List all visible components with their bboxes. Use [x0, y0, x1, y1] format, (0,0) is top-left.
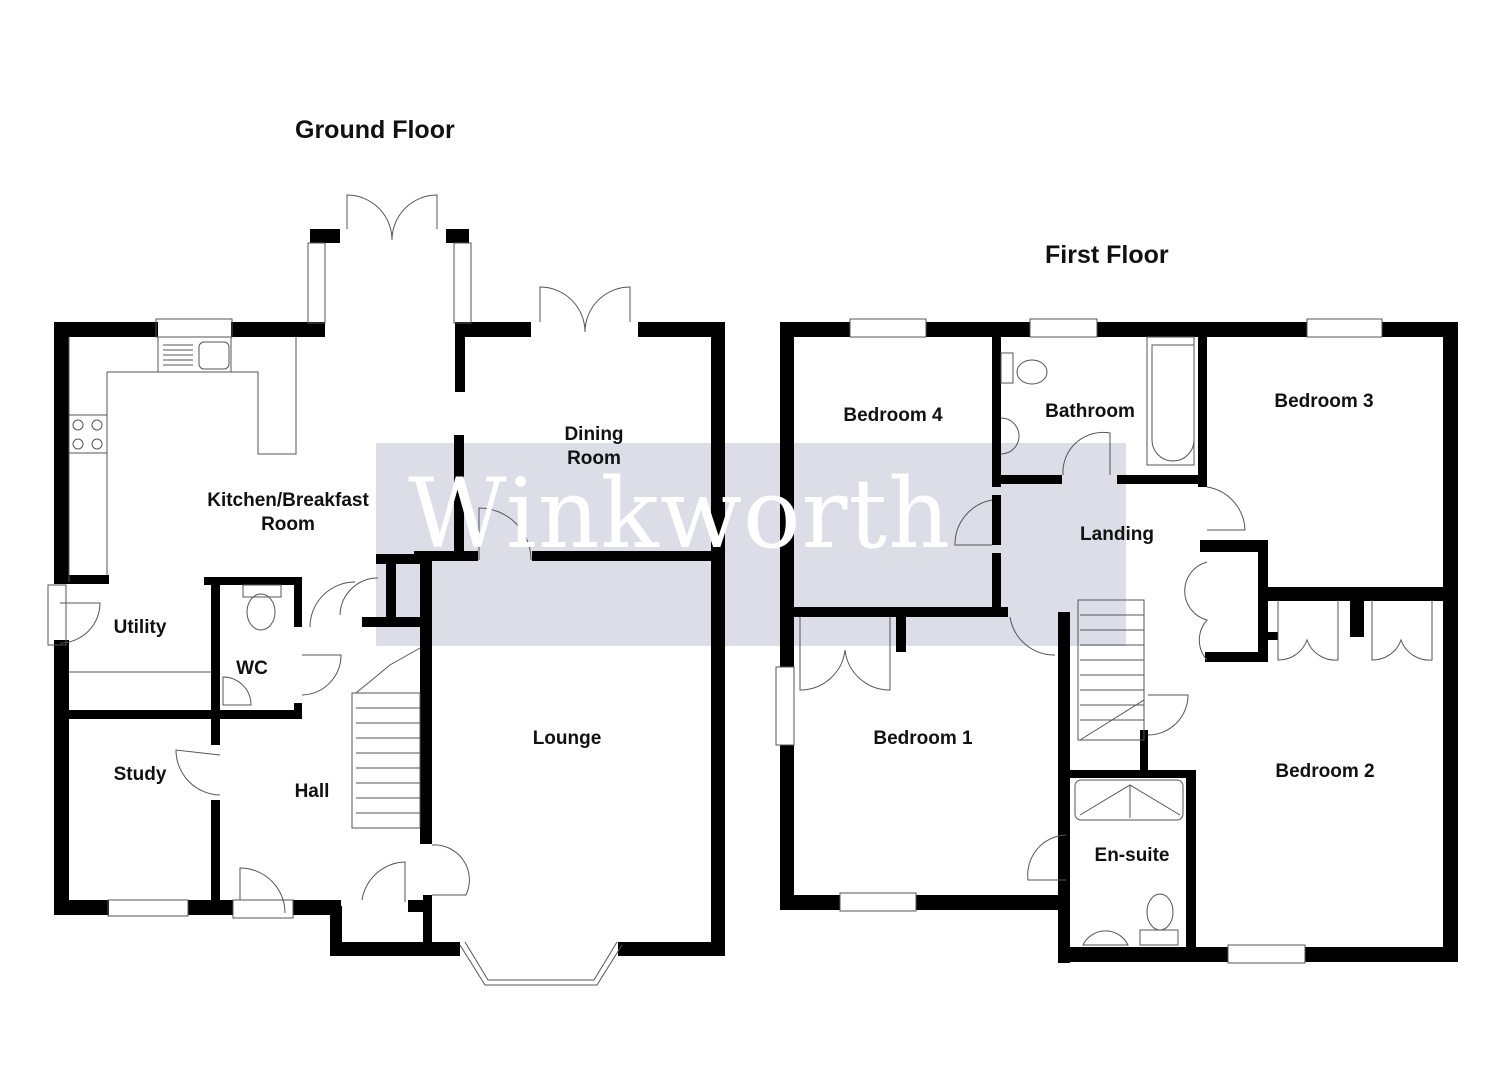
room-label-landing: Landing: [1080, 524, 1154, 545]
dining-label-line2: Room: [567, 448, 621, 469]
room-label-lounge: Lounge: [532, 728, 602, 749]
room-label-hall: Hall: [294, 781, 330, 802]
watermark-text: Winkworth: [408, 458, 951, 570]
room-label-bathroom: Bathroom: [1045, 401, 1135, 422]
first-floor-walls: [780, 322, 1458, 963]
room-label-dining: Dining Room: [564, 423, 623, 471]
kitchen-label-line1: Kitchen/Breakfast: [207, 490, 369, 511]
room-label-bedroom3: Bedroom 3: [1274, 391, 1374, 412]
room-label-utility: Utility: [113, 617, 167, 638]
first-floor-fixtures: [775, 318, 1433, 964]
room-label-study: Study: [113, 764, 167, 785]
dining-label-line1: Dining: [564, 424, 624, 445]
first-floor-title: First Floor: [1045, 241, 1169, 269]
ground-floor-title: Ground Floor: [295, 116, 455, 144]
room-label-bedroom1: Bedroom 1: [873, 728, 973, 749]
room-label-bedroom2: Bedroom 2: [1275, 761, 1375, 782]
ground-floor-walls: [54, 229, 725, 956]
kitchen-label-line2: Room: [261, 514, 315, 535]
room-label-bedroom4: Bedroom 4: [843, 405, 943, 426]
ground-floor-fixtures: [47, 194, 631, 986]
room-label-wc: WC: [236, 658, 268, 679]
room-label-kitchen: Kitchen/Breakfast Room: [207, 489, 369, 537]
room-label-ensuite: En-suite: [1094, 845, 1170, 866]
